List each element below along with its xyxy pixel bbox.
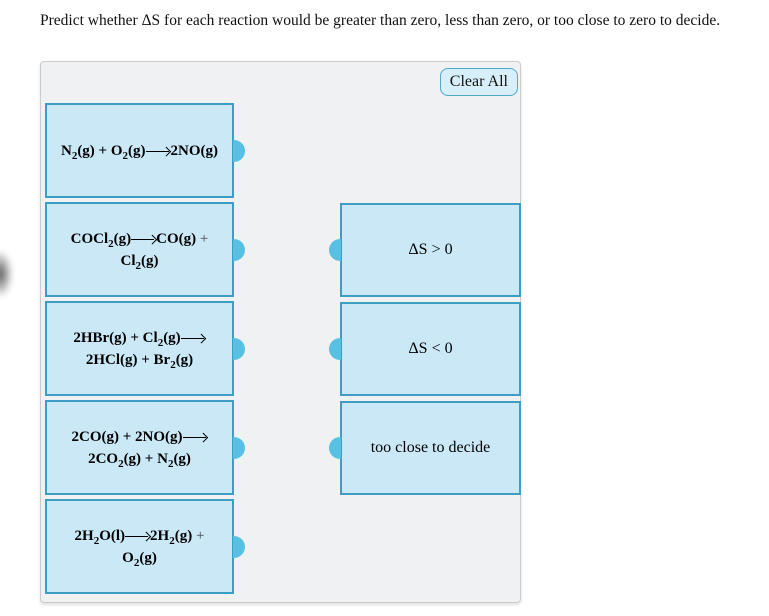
reaction-arrow-icon: [131, 234, 156, 244]
answer-option-entropy-negative[interactable]: ΔS < 0: [329, 302, 521, 396]
reaction-equation-line: 2CO2(g) + N2(g): [88, 450, 191, 470]
reaction-equation-line: 2CO(g) + 2NO(g): [71, 426, 207, 448]
connector-nub-icon[interactable]: [329, 437, 341, 459]
connector-nub-icon[interactable]: [233, 535, 245, 558]
reaction-card[interactable]: 2CO(g) + 2NO(g) 2CO2(g) + N2(g): [45, 400, 245, 495]
reaction-arrow-icon: [182, 432, 208, 442]
reaction-equation-line: 2HBr(g) + Cl2(g): [73, 327, 205, 349]
reaction-equation-line: 2H2O(l)2H2(g) +: [74, 527, 205, 547]
answer-option-label: too close to decide: [370, 439, 491, 456]
edge-smudge-artifact: [0, 250, 13, 298]
matching-panel: Clear All N2(g) + O2(g)2NO(g) COCl2(g)CO…: [40, 61, 521, 603]
connector-nub-icon[interactable]: [233, 337, 245, 360]
reaction-card[interactable]: N2(g) + O2(g)2NO(g): [45, 103, 245, 198]
connector-nub-icon[interactable]: [233, 436, 245, 459]
reaction-arrow-icon: [125, 531, 150, 541]
reaction-card[interactable]: 2H2O(l)2H2(g) + O2(g): [45, 499, 245, 594]
connector-nub-icon[interactable]: [329, 338, 341, 360]
reaction-card[interactable]: 2HBr(g) + Cl2(g) 2HCl(g) + Br2(g): [45, 301, 245, 396]
reaction-card[interactable]: COCl2(g)CO(g) + Cl2(g): [45, 202, 245, 297]
answer-option-label: ΔS < 0: [408, 340, 453, 357]
answer-option-entropy-positive[interactable]: ΔS > 0: [329, 203, 521, 297]
connector-nub-icon[interactable]: [233, 139, 245, 162]
reaction-equation-line: Cl2(g): [120, 252, 159, 272]
reaction-arrow-icon: [180, 333, 206, 343]
reaction-equation-line: 2HCl(g) + Br2(g): [85, 351, 194, 371]
connector-nub-icon[interactable]: [233, 238, 245, 261]
reaction-equation-line: O2(g): [122, 549, 157, 569]
reaction-equation-line: COCl2(g)CO(g) +: [70, 230, 209, 250]
reaction-arrow-icon: [145, 146, 171, 156]
answer-option-label: ΔS > 0: [408, 241, 453, 258]
clear-all-button[interactable]: Clear All: [439, 68, 518, 97]
connector-nub-icon[interactable]: [329, 239, 341, 261]
answer-option-too-close[interactable]: too close to decide: [329, 401, 521, 495]
reaction-equation-line: N2(g) + O2(g)2NO(g): [60, 142, 219, 162]
page-title: Predict whether ΔS for each reaction wou…: [40, 12, 721, 29]
